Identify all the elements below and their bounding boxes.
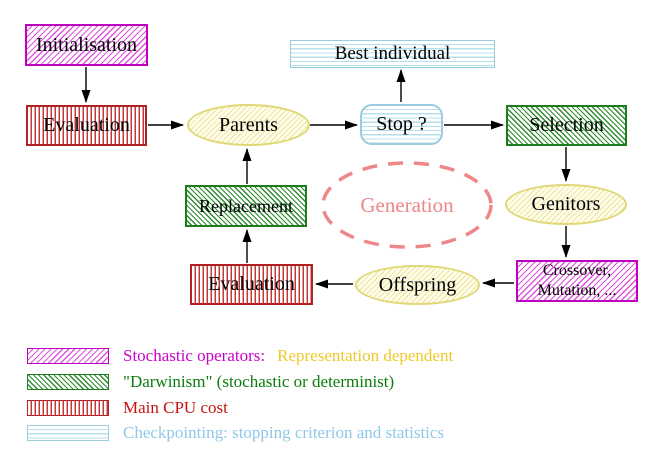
node-genitors: Genitors xyxy=(505,184,627,225)
legend-swatch-main-cpu-cost xyxy=(27,400,109,416)
node-selection: Selection xyxy=(506,105,627,146)
legend-label-darwinism: "Darwinism" (stochastic or determinist) xyxy=(123,372,395,391)
legend-label-main-cpu-cost: Main CPU cost xyxy=(123,398,228,417)
legend-row-checkpointing: Checkpointing: stopping criterion and st… xyxy=(27,423,444,443)
legend-swatch-stochastic-operators xyxy=(27,348,109,364)
legend-swatch-checkpointing xyxy=(27,425,109,441)
node-crossover-mutation: Crossover, Mutation, ... xyxy=(516,260,638,302)
node-offspring: Offspring xyxy=(355,265,480,305)
legend-swatch-darwinism xyxy=(27,374,109,390)
generation-dashed-ellipse xyxy=(321,161,493,249)
node-parents-label: Parents xyxy=(219,113,278,136)
legend-label-representation-dependent: Representation dependent xyxy=(277,346,454,365)
node-evaluation-top-label: Evaluation xyxy=(43,114,130,136)
node-evaluation-bottom: Evaluation xyxy=(190,264,313,305)
node-selection-label: Selection xyxy=(529,114,604,136)
node-replacement: Replacement xyxy=(185,185,307,227)
node-evaluation-top: Evaluation xyxy=(26,105,147,146)
node-genitors-label: Genitors xyxy=(531,193,601,215)
legend-row-darwinism: "Darwinism" (stochastic or determinist) xyxy=(27,372,394,392)
node-crossover-line2: Mutation, ... xyxy=(537,282,617,299)
node-stop: Stop ? xyxy=(360,104,443,145)
legend-label-checkpointing: Checkpointing: stopping criterion and st… xyxy=(123,423,445,442)
node-initialisation: Initialisation xyxy=(25,24,148,66)
node-parents: Parents xyxy=(187,104,310,146)
node-initialisation-label: Initialisation xyxy=(35,33,138,56)
node-evaluation-bottom-label: Evaluation xyxy=(208,273,295,295)
node-best-individual: Best individual xyxy=(290,40,495,68)
node-generation-label: Generation xyxy=(360,192,454,217)
node-best-individual-label: Best individual xyxy=(334,43,451,65)
node-generation: Generation xyxy=(323,163,491,247)
legend-row-stochastic-operators: Stochastic operators: Representation dep… xyxy=(27,346,453,366)
node-crossover-line1: Crossover, xyxy=(542,262,612,279)
node-replacement-label: Replacement xyxy=(199,195,293,216)
legend-row-main-cpu-cost: Main CPU cost xyxy=(27,398,228,418)
node-offspring-label: Offspring xyxy=(378,273,457,296)
legend-label-stochastic-operators: Stochastic operators: xyxy=(123,346,266,365)
node-stop-label: Stop ? xyxy=(376,113,427,135)
